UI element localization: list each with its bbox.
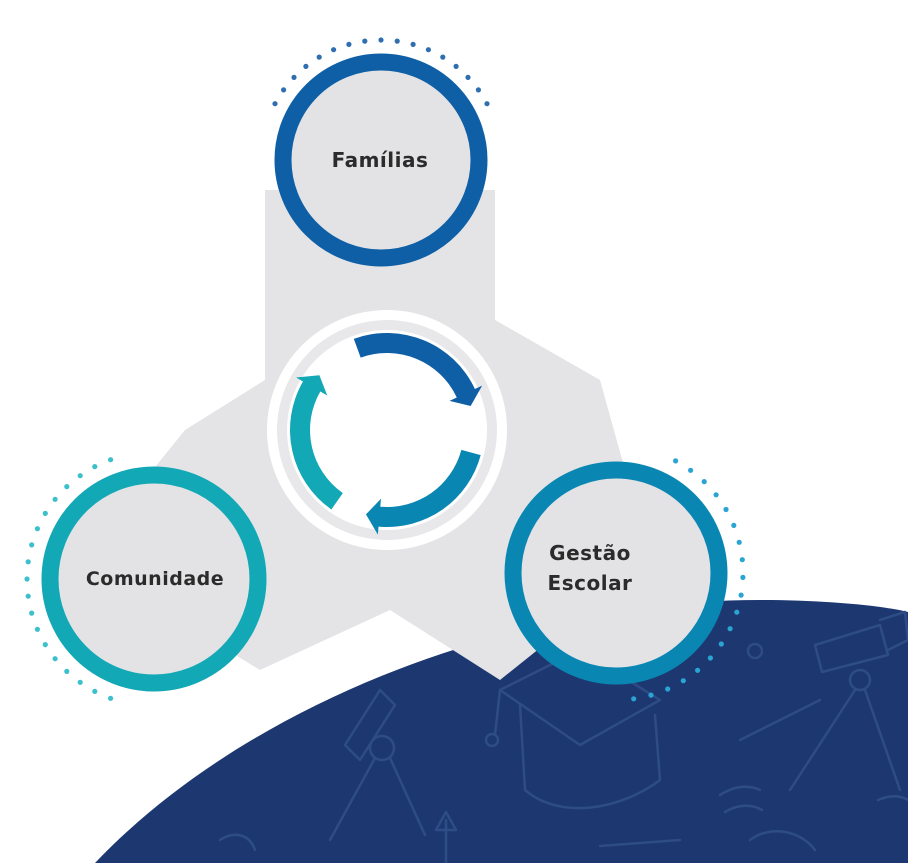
dot bbox=[25, 593, 31, 599]
dot bbox=[465, 74, 471, 80]
dot bbox=[346, 41, 352, 48]
dot bbox=[738, 592, 744, 598]
dot bbox=[713, 492, 719, 498]
dotted-arc-right bbox=[631, 458, 746, 702]
gestao-label-line1: Gestão bbox=[549, 541, 631, 565]
dot bbox=[631, 696, 637, 702]
dot bbox=[680, 678, 686, 684]
dotted-arc-top bbox=[272, 37, 490, 107]
dot bbox=[24, 576, 30, 582]
dot bbox=[52, 656, 58, 662]
dot bbox=[52, 496, 58, 502]
dot bbox=[731, 522, 737, 529]
gestao-label-line2: Escolar bbox=[547, 571, 633, 595]
cycle-arrows-icon bbox=[290, 333, 483, 535]
arrow-icon bbox=[434, 810, 458, 863]
dot bbox=[688, 467, 694, 473]
comunidade-label: Comunidade bbox=[85, 568, 225, 590]
cycle-arrow-left bbox=[290, 375, 343, 510]
dot bbox=[29, 542, 35, 548]
dot bbox=[316, 54, 322, 60]
dot bbox=[453, 63, 459, 69]
dot bbox=[272, 101, 278, 107]
dot bbox=[695, 667, 701, 673]
dot bbox=[281, 87, 287, 93]
dot bbox=[648, 692, 654, 698]
gestao-escolar-label: Gestão Escolar bbox=[510, 538, 670, 598]
globe-shape bbox=[95, 600, 908, 863]
dot bbox=[727, 626, 733, 632]
dotted-arc-left bbox=[24, 457, 114, 701]
dot bbox=[77, 473, 83, 479]
familias-label: Famílias bbox=[331, 148, 429, 172]
dot bbox=[34, 526, 41, 532]
dot bbox=[29, 610, 35, 616]
doodle-icons bbox=[218, 610, 908, 863]
dot bbox=[64, 484, 70, 490]
cycle-arrow-right bbox=[365, 449, 481, 535]
node-comunidade bbox=[41, 466, 267, 692]
cycle-arrow-top bbox=[353, 333, 483, 407]
dot bbox=[42, 642, 48, 648]
dot bbox=[92, 464, 98, 470]
dot bbox=[707, 655, 714, 661]
dot bbox=[665, 686, 671, 692]
dot bbox=[362, 38, 368, 44]
dot bbox=[718, 641, 724, 647]
node-gestao-escolar bbox=[504, 461, 728, 685]
dot bbox=[331, 47, 337, 53]
dot bbox=[92, 688, 98, 695]
dot bbox=[291, 74, 297, 80]
dot bbox=[739, 557, 745, 563]
telescope-icon bbox=[738, 610, 908, 792]
dot bbox=[425, 47, 431, 53]
dot bbox=[734, 609, 740, 615]
dot bbox=[394, 38, 400, 44]
dot bbox=[484, 101, 490, 107]
dot bbox=[77, 679, 83, 685]
dot bbox=[440, 54, 446, 60]
background-globe bbox=[95, 600, 908, 863]
compass-icon bbox=[328, 688, 427, 842]
dot bbox=[64, 668, 70, 675]
dot bbox=[475, 87, 481, 93]
dot bbox=[25, 559, 31, 565]
dot bbox=[723, 506, 729, 513]
dot bbox=[673, 458, 679, 464]
dot bbox=[701, 479, 707, 485]
dot bbox=[108, 457, 114, 463]
dot bbox=[740, 574, 746, 581]
dot bbox=[34, 626, 41, 632]
dot bbox=[108, 695, 114, 701]
dot bbox=[303, 63, 309, 69]
dot bbox=[42, 510, 48, 516]
dot bbox=[378, 37, 384, 43]
node-familias bbox=[274, 53, 488, 267]
dot bbox=[410, 41, 416, 48]
dot bbox=[736, 539, 742, 545]
